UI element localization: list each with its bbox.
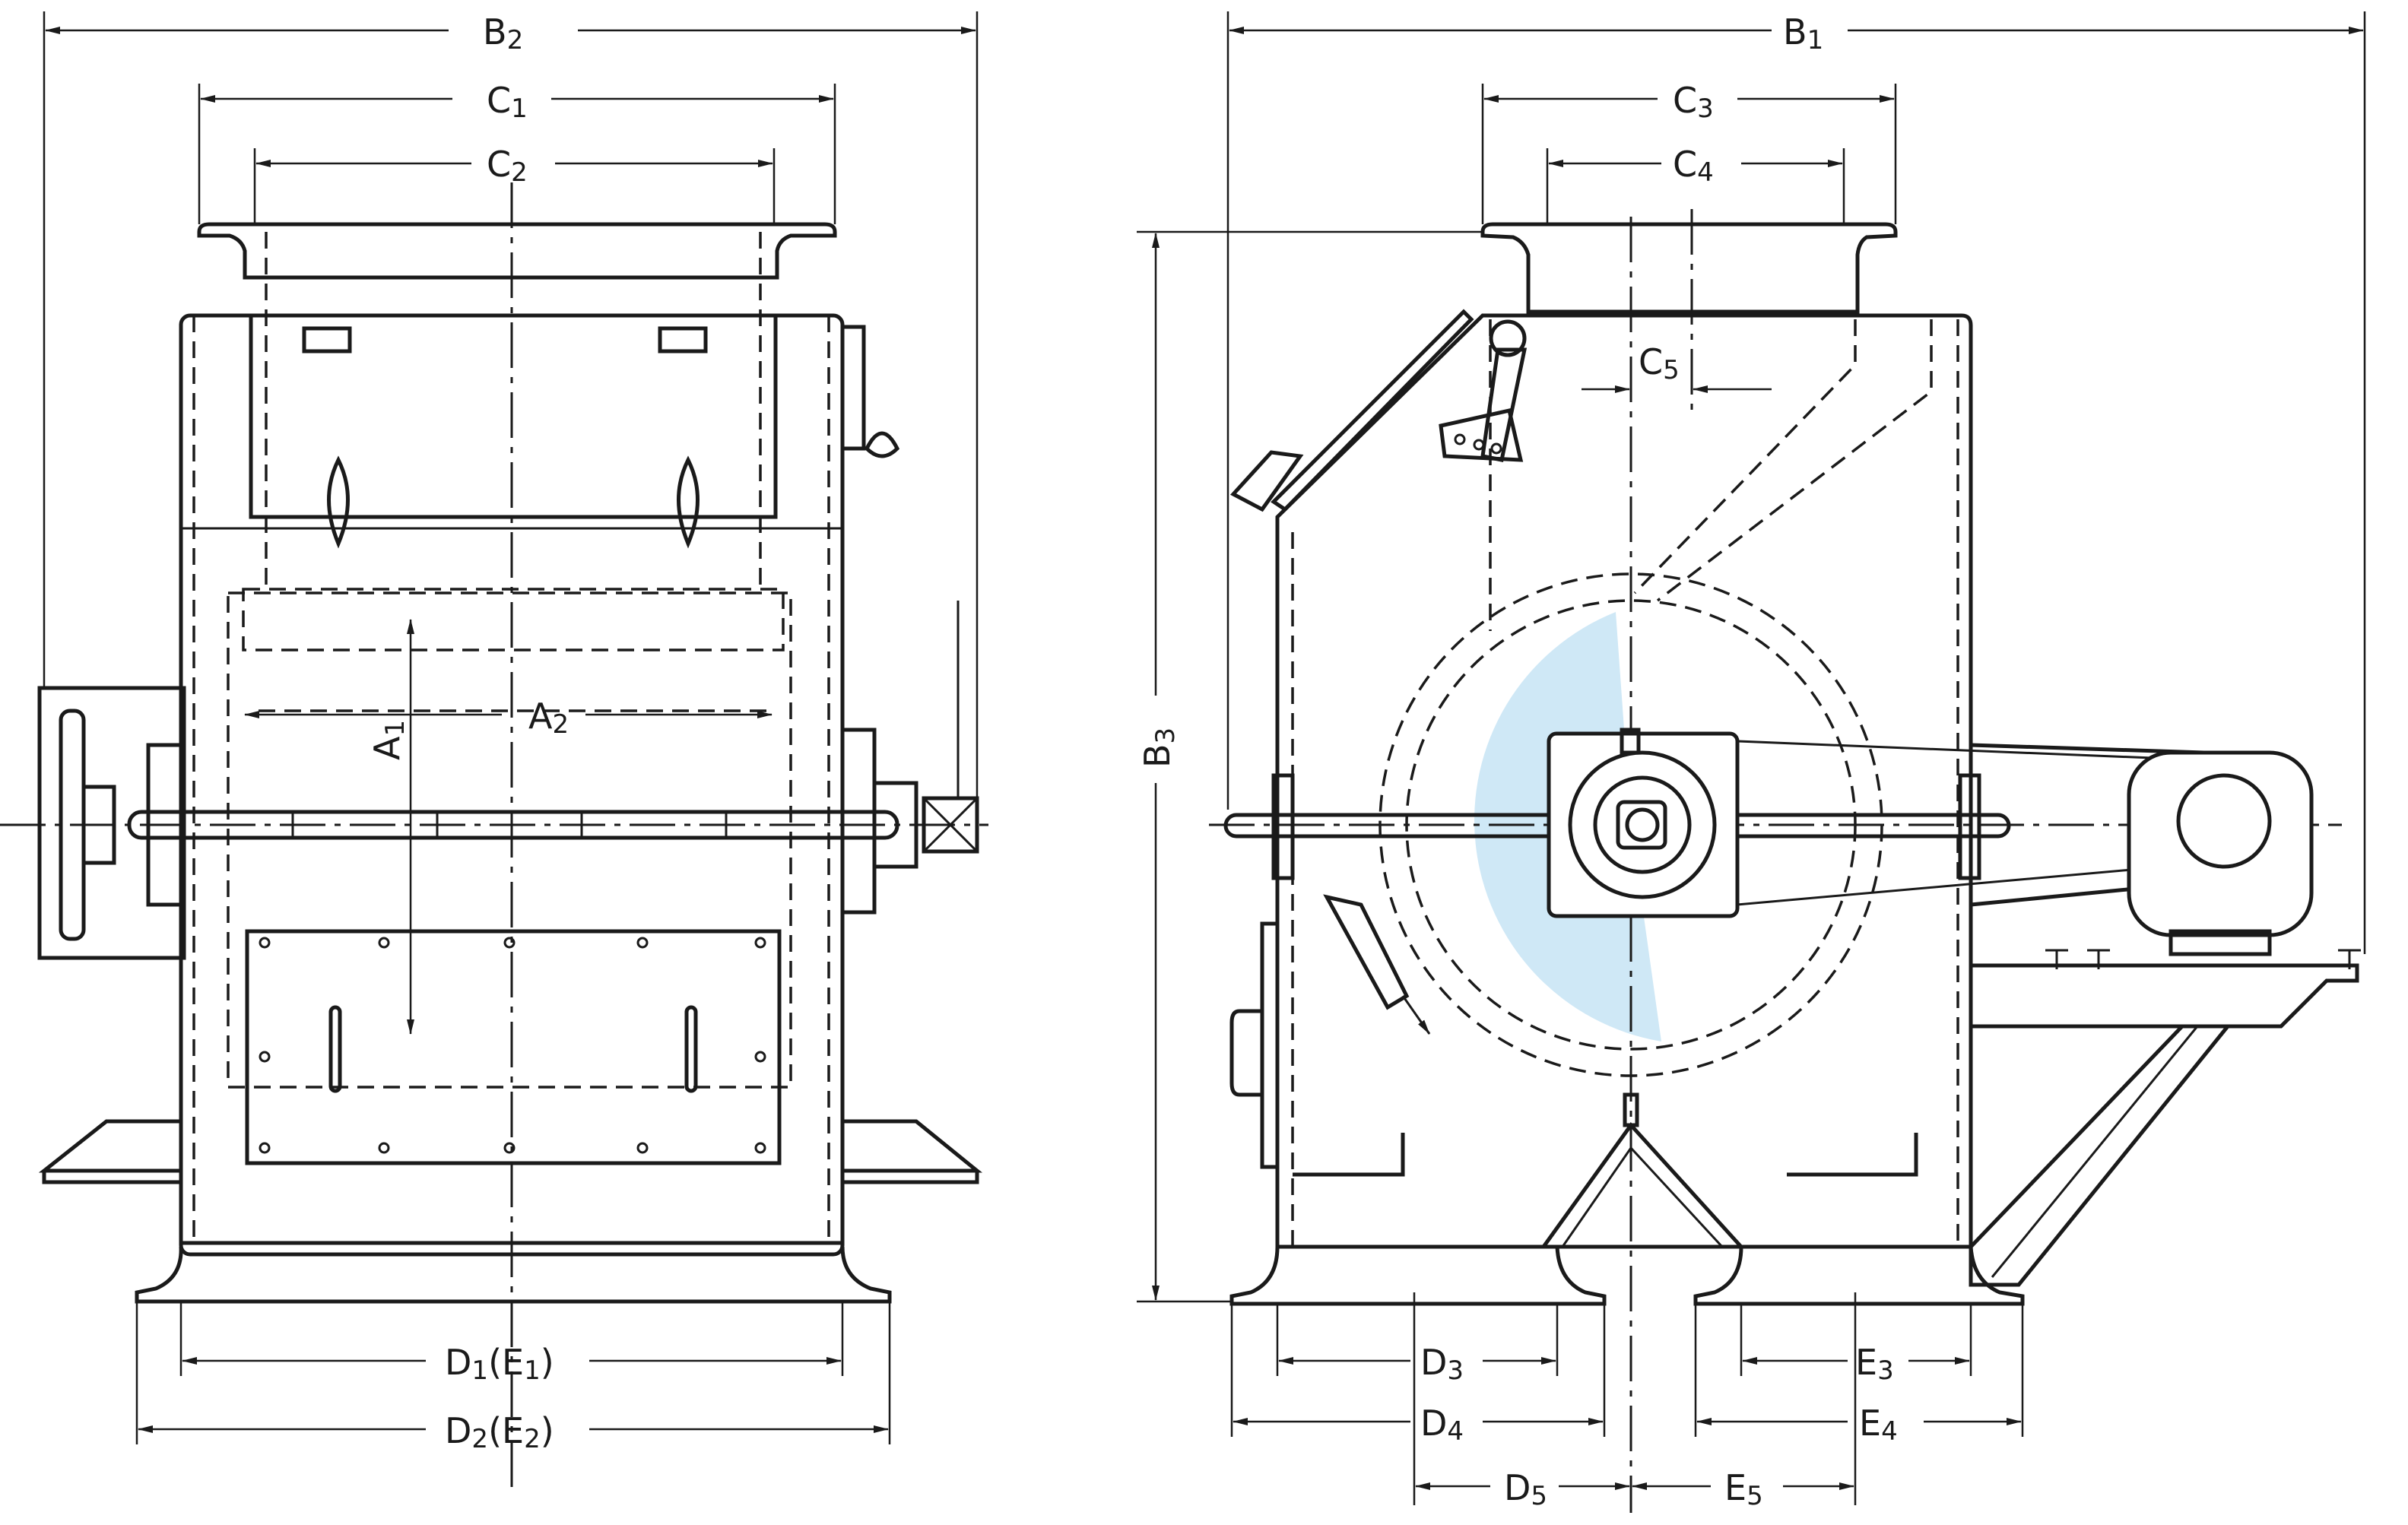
side-inspection-door [1260, 921, 1280, 1169]
front-top-door [249, 313, 778, 519]
motor-support-strut [1969, 1024, 2232, 1287]
label-D1-E1: D1(E1) [445, 1342, 554, 1386]
side-bearing-housing [1547, 731, 1740, 918]
front-inlet-flange [197, 222, 837, 280]
front-foot-left [38, 1119, 183, 1184]
front-access-panel [245, 929, 782, 1165]
label-A2: A2 [528, 696, 569, 740]
side-splitter [1541, 1122, 1743, 1248]
label-E4: E4 [1859, 1403, 1898, 1447]
label-B1: B1 [1783, 11, 1823, 55]
front-bearing-left [146, 743, 185, 907]
side-view: B1 C3 C4 C5 B3 D3 D4 [1137, 11, 2366, 1513]
side-cover-handle [1229, 450, 1304, 512]
label-C5: C5 [1639, 341, 1680, 385]
label-C2: C2 [487, 144, 528, 188]
side-hinged-cover [1271, 309, 1474, 512]
label-C3: C3 [1673, 80, 1714, 124]
label-D3: D3 [1420, 1342, 1464, 1386]
front-panel-bolts [259, 937, 766, 1154]
label-C4: C4 [1673, 144, 1714, 188]
front-foot-right [840, 1119, 983, 1184]
label-D5: D5 [1504, 1467, 1547, 1511]
front-rotor-shaft [127, 810, 899, 840]
label-C1: C1 [487, 80, 528, 124]
side-outlet-flange-e [1693, 1244, 2025, 1306]
label-E5: E5 [1724, 1467, 1763, 1511]
front-shaft-end-square [922, 796, 979, 854]
label-E3: E3 [1855, 1342, 1894, 1386]
side-inlet-flange [1480, 222, 1898, 314]
front-outlet-flange [135, 1246, 892, 1304]
side-cover-lever [1439, 319, 1528, 462]
front-view: B2 C1 C2 A1 A2 D1(E1) D2(E2) [0, 11, 988, 1490]
front-bearing-right [840, 728, 877, 915]
side-door-handle [1229, 1009, 1262, 1097]
front-hook-right [677, 455, 700, 549]
drive-motor [2127, 750, 2314, 937]
label-B3: B3 [1137, 728, 1181, 768]
label-D2-E2: D2(E2) [445, 1410, 554, 1454]
label-A1: A1 [366, 720, 411, 760]
label-B2: B2 [483, 11, 523, 55]
side-body [1275, 313, 1973, 1249]
side-screen-segment [1323, 894, 1410, 1010]
side-outlet-flange-d [1229, 1244, 1607, 1306]
motor-base [1971, 963, 2359, 1029]
label-D4: D4 [1420, 1403, 1464, 1447]
front-hook-left [327, 455, 350, 549]
